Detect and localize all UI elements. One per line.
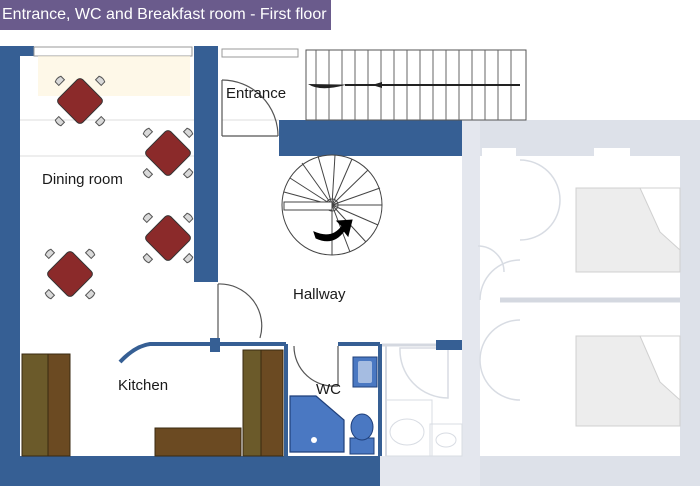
spiral-staircase-icon [281,154,383,256]
dining-table-icon [143,128,194,179]
window-dining [33,46,193,96]
toilet-icon [349,413,375,455]
bed-icon [575,187,681,273]
shower-icon [289,395,345,453]
straight-staircase-icon [305,49,527,121]
faded-neighbour-area [380,120,700,486]
kitchen-partition [118,342,382,456]
sink-icon [352,356,378,388]
room-label-dining: Dining room [42,171,123,188]
room-label-wc: WC [316,381,341,398]
walls [0,46,462,486]
floor-title-banner: Entrance, WC and Breakfast room - First … [0,0,331,30]
door-swing-icon [221,79,279,137]
bed-icon [575,335,681,427]
room-label-kitchen: Kitchen [118,377,168,394]
dining-table-icon [143,213,194,264]
door-swing-icon [293,345,339,387]
dining-table-icon [45,249,96,300]
window-entrance [221,48,299,58]
kitchen-units [21,349,284,457]
room-label-hallway: Hallway [293,286,346,303]
room-label-entrance: Entrance [226,85,286,102]
door-swing-icon [217,283,263,339]
